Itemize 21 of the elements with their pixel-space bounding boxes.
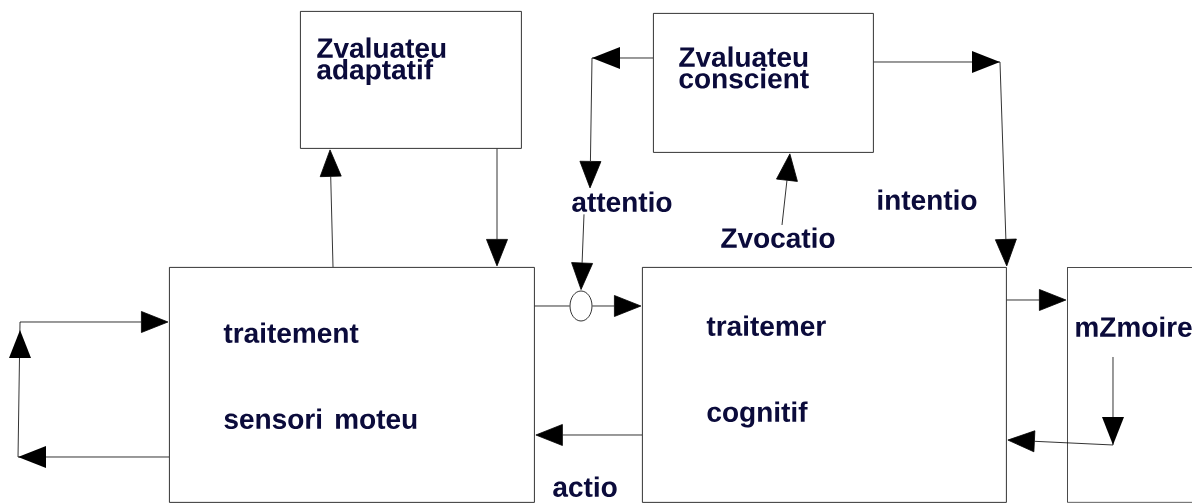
process-box: traitemer cognitif [642,267,1007,503]
arrow [1006,289,1067,311]
edge-label: actio [550,474,620,499]
edge-label: intentio [874,187,980,212]
signal-label: Zvocatio [721,227,835,248]
arrow [592,295,642,317]
process-box: Zvaluateu adaptatif [300,11,522,149]
arrow [571,213,593,290]
arrow [535,424,643,446]
arrow [486,148,508,267]
arrow [579,47,654,189]
process-box: traitement sensori moteu [169,267,535,503]
process-box: Zvaluateu conscient [653,13,874,153]
arrow [319,149,342,268]
signal-label: attentio [572,191,672,212]
line [534,305,570,307]
arrow [1007,356,1124,453]
junction-ellipse [569,290,593,322]
arrow [873,51,1017,267]
arrow [776,153,798,226]
arrow [9,311,170,468]
